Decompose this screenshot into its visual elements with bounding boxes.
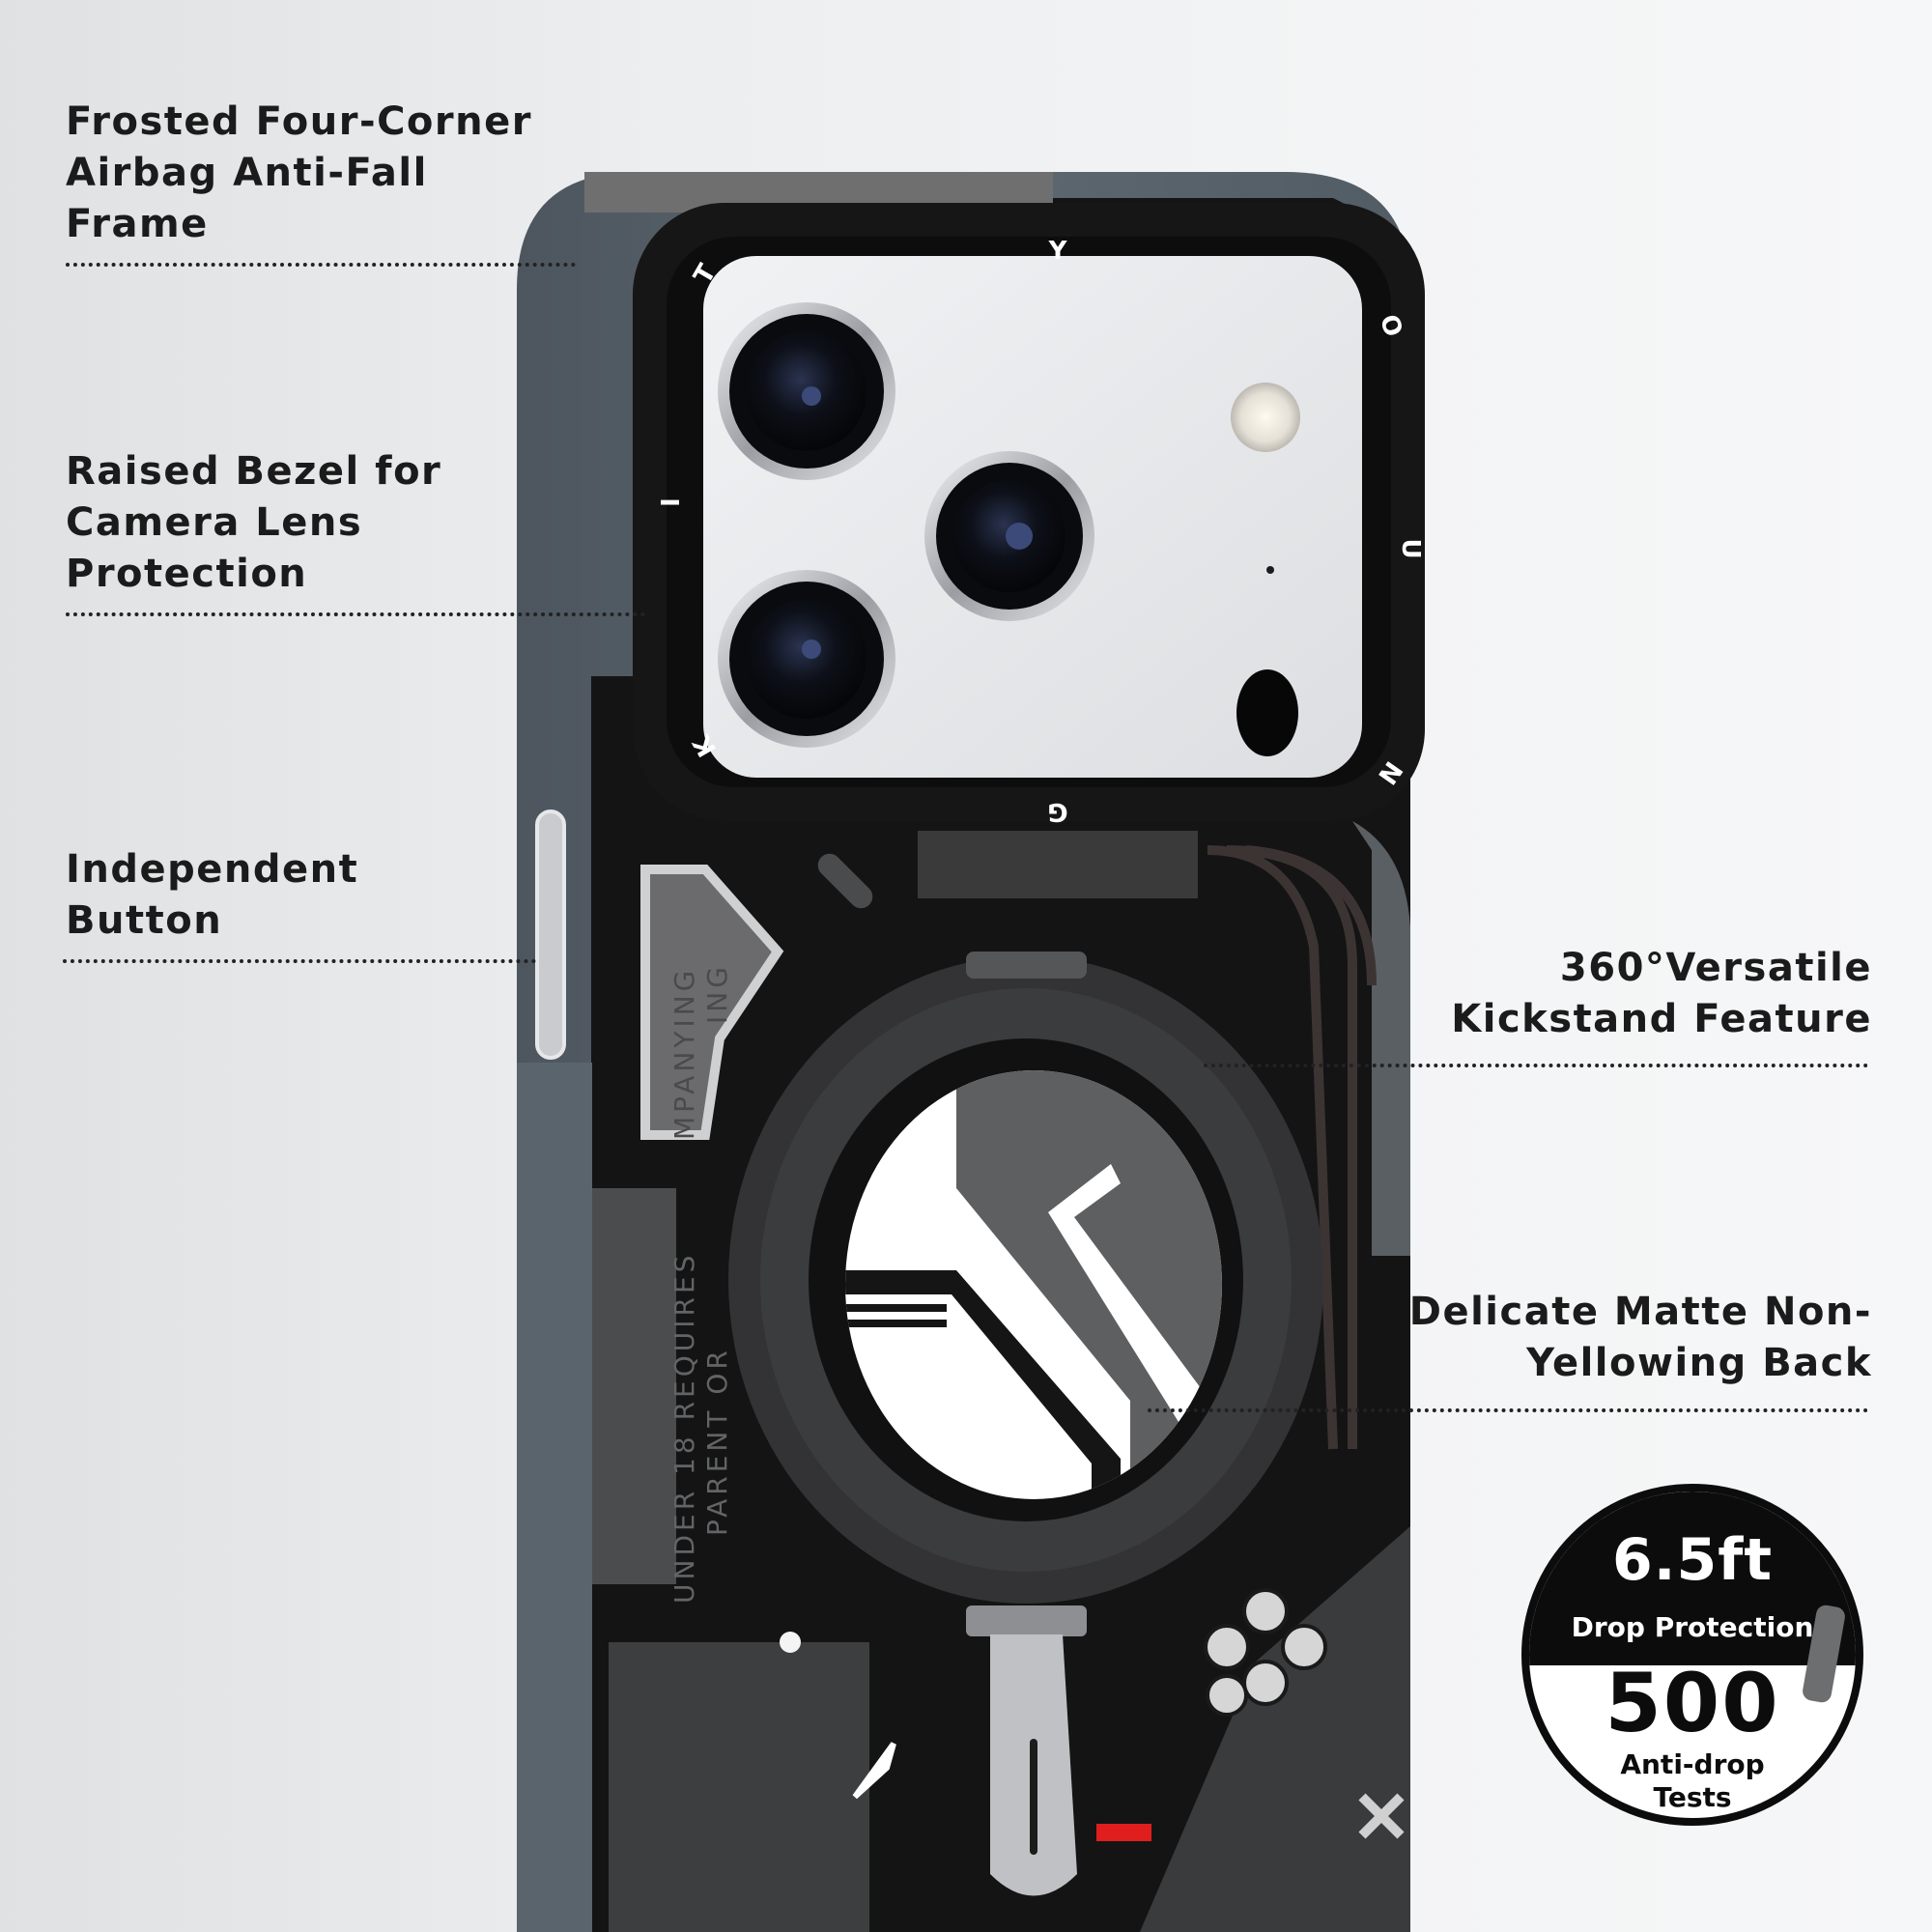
badge-test-label-2: Tests <box>1653 1781 1732 1813</box>
print-dot <box>780 1632 801 1653</box>
vertical-print-4: PARENT OR <box>701 1347 733 1536</box>
print-stars <box>1204 1588 1327 1717</box>
case-side-lower <box>517 1063 592 1932</box>
grey-panel-top <box>918 831 1198 898</box>
bezel-letter-i: I <box>657 497 686 507</box>
callout-bezel-text: Raised Bezel for Camera Lens Protection <box>66 449 442 596</box>
badge-drop-label: Drop Protection <box>1571 1611 1814 1643</box>
print-cables <box>1207 845 1377 1450</box>
disc-graphic <box>845 1070 1222 1499</box>
camera-flash <box>1231 383 1300 452</box>
bezel-letter-y: Y <box>1048 237 1068 266</box>
lens-bottom-left <box>718 570 895 748</box>
badge-drop-height: 6.5ft <box>1611 1526 1774 1594</box>
callout-bezel-leader <box>66 612 645 616</box>
grey-panel-upper-right <box>1352 821 1410 1256</box>
callout-frame-leader <box>66 263 576 267</box>
callout-kickstand-leader <box>1204 1064 1868 1067</box>
callout-button-leader <box>63 959 536 963</box>
callout-frame-text: Frosted Four-Corner Airbag Anti-Fall Fra… <box>66 99 532 246</box>
callout-bezel: Raised Bezel for Camera Lens Protection <box>66 446 607 600</box>
badge-dark-half <box>1529 1492 1856 1665</box>
print-pill <box>817 853 873 909</box>
kickstand-tab-slot <box>1030 1739 1037 1855</box>
case-top-band <box>584 172 1053 213</box>
badge-test-label-1: Anti-drop <box>1620 1748 1765 1780</box>
kickstand-top-hinge <box>966 952 1087 979</box>
badge-test-count: 500 <box>1605 1656 1780 1750</box>
callout-frame: Frosted Four-Corner Airbag Anti-Fall Fra… <box>66 97 607 250</box>
camera-mic <box>1266 566 1274 574</box>
grey-panel-left <box>591 1188 676 1584</box>
callout-button-text: Independent Button <box>66 847 359 943</box>
drop-protection-badge: 6.5ft Drop Protection 500 Anti-drop Test… <box>1521 1484 1863 1826</box>
bezel-letter-u: U <box>1396 538 1425 558</box>
independent-side-button <box>535 810 566 1060</box>
vertical-print-1: MPANYING <box>668 967 700 1140</box>
vertical-print-2: ING <box>701 963 733 1024</box>
outlined-tab <box>640 865 784 1140</box>
bezel-letter-g: G <box>1047 797 1067 826</box>
callout-kickstand: 360°Versatile Kickstand Feature <box>1352 943 1872 1045</box>
print-slash <box>852 1742 896 1800</box>
callout-back: Delicate Matte Non- Yellowing Back <box>1352 1287 1872 1389</box>
callout-kickstand-text: 360°Versatile Kickstand Feature <box>1451 946 1872 1041</box>
print-x-mark <box>1358 1793 1405 1839</box>
print-red-mark <box>1096 1824 1151 1841</box>
callout-button: Independent Button <box>66 844 607 947</box>
callout-back-text: Delicate Matte Non- Yellowing Back <box>1408 1290 1872 1385</box>
vertical-print-3: UNDER 18 REQUIRES <box>668 1252 700 1604</box>
lens-middle-right <box>924 451 1094 621</box>
grey-panel-bottom <box>609 1642 869 1932</box>
callout-back-leader <box>1148 1408 1868 1412</box>
lens-top-left <box>718 302 895 480</box>
lidar-sensor <box>1236 669 1298 756</box>
grey-panel-right <box>1140 1526 1410 1932</box>
kickstand-bottom-hinge <box>966 1605 1087 1636</box>
